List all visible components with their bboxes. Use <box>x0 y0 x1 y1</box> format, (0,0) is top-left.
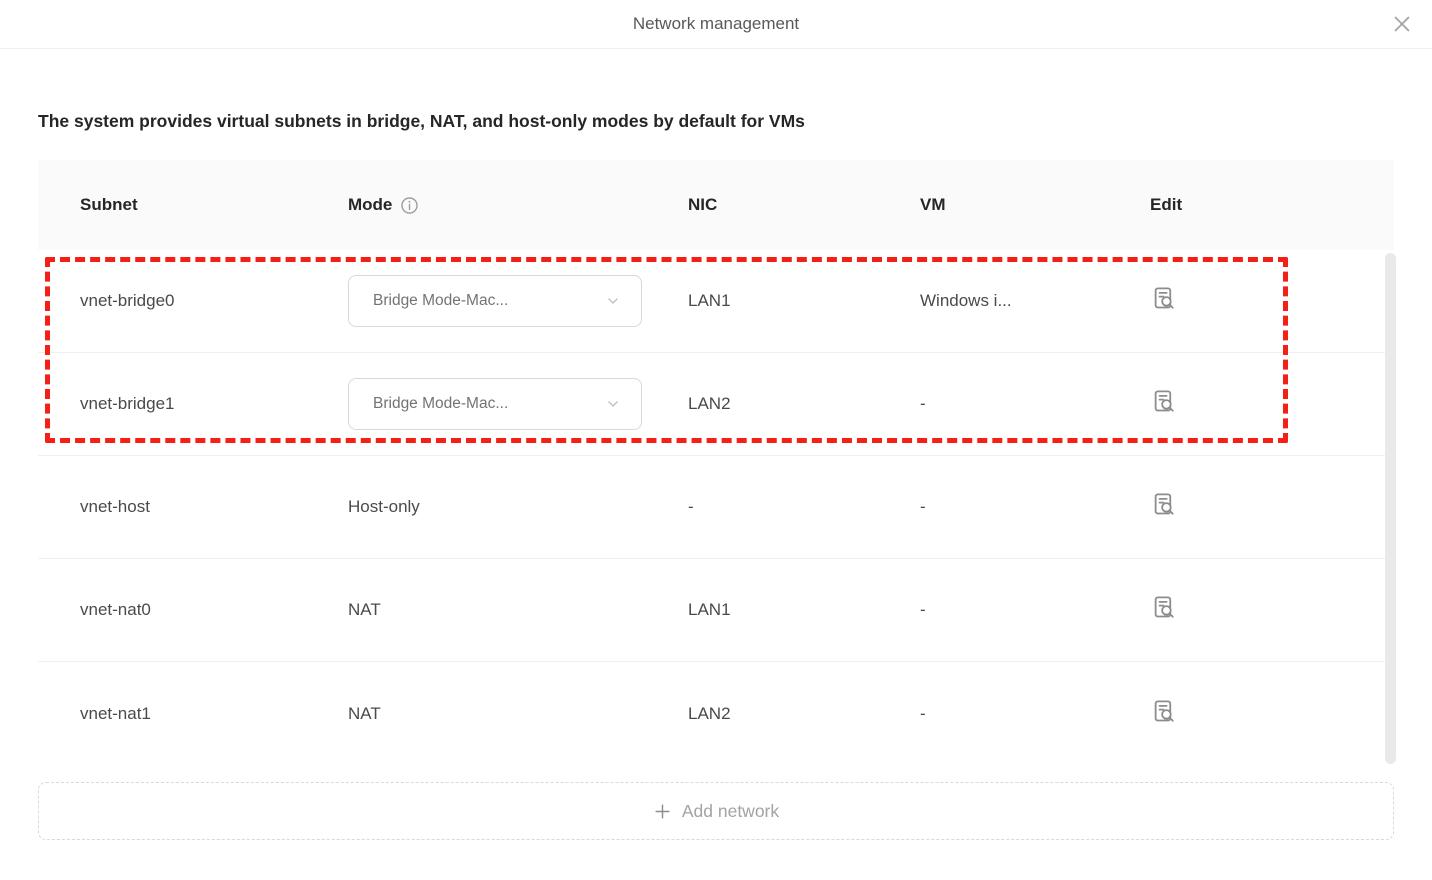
table-row-vnet-host: vnet-host Host-only - - <box>38 456 1394 559</box>
subnet-name: vnet-nat1 <box>80 703 151 723</box>
modal-body: The system provides virtual subnets in b… <box>0 111 1432 840</box>
subnet-table: Subnet Mode NIC VM Edit <box>38 160 1394 765</box>
nic-value: LAN2 <box>688 703 731 723</box>
chevron-down-icon <box>605 293 621 309</box>
add-network-label: Add network <box>681 800 780 821</box>
table-body: vnet-bridge0 Bridge Mode-Mac... LAN1 Win… <box>38 250 1394 765</box>
table-row-vnet-bridge1: vnet-bridge1 Bridge Mode-Mac... LAN2 - <box>38 353 1394 456</box>
chevron-down-icon <box>605 396 621 412</box>
subnet-name: vnet-bridge1 <box>80 394 175 413</box>
plus-icon <box>653 802 672 821</box>
vm-value: Windows i... <box>920 291 1012 310</box>
scrollbar-thumb[interactable] <box>1385 253 1396 764</box>
info-circle-icon[interactable] <box>400 196 419 215</box>
mode-value: Host-only <box>348 497 420 516</box>
mode-value: NAT <box>348 600 381 619</box>
vm-value: - <box>920 703 926 723</box>
add-network-button[interactable]: Add network <box>38 782 1394 840</box>
file-search-icon[interactable] <box>1150 594 1177 621</box>
mode-select-value: Bridge Mode-Mac... <box>373 292 509 309</box>
table-row-vnet-nat1: vnet-nat1 NAT LAN2 - <box>38 662 1394 765</box>
vm-value: - <box>920 394 926 413</box>
file-search-icon[interactable] <box>1150 285 1177 312</box>
file-search-icon[interactable] <box>1150 698 1177 725</box>
file-search-icon[interactable] <box>1150 491 1177 518</box>
mode-select[interactable]: Bridge Mode-Mac... <box>348 275 642 327</box>
column-header-edit: Edit <box>1150 195 1183 214</box>
close-icon[interactable] <box>1388 10 1416 38</box>
modal-header: Network management <box>0 0 1432 49</box>
mode-select-value: Bridge Mode-Mac... <box>373 395 509 412</box>
vm-value: - <box>920 497 926 516</box>
table-row-vnet-nat0: vnet-nat0 NAT LAN1 - <box>38 559 1394 662</box>
description-text: The system provides virtual subnets in b… <box>38 111 805 131</box>
file-search-icon[interactable] <box>1150 388 1177 415</box>
table-row-vnet-bridge0: vnet-bridge0 Bridge Mode-Mac... LAN1 Win… <box>38 250 1394 353</box>
column-header-subnet: Subnet <box>80 195 138 214</box>
column-header-mode: Mode <box>348 195 688 215</box>
mode-select[interactable]: Bridge Mode-Mac... <box>348 378 642 430</box>
vm-value: - <box>920 600 926 619</box>
nic-value: LAN1 <box>688 291 731 310</box>
subnet-name: vnet-bridge0 <box>80 291 175 310</box>
column-header-vm: VM <box>920 195 946 214</box>
subnet-name: vnet-host <box>80 497 150 516</box>
modal-title: Network management <box>632 14 800 33</box>
table-header-row: Subnet Mode NIC VM Edit <box>38 160 1394 250</box>
mode-value: NAT <box>348 703 381 723</box>
nic-value: - <box>688 497 694 516</box>
nic-value: LAN2 <box>688 394 731 413</box>
nic-value: LAN1 <box>688 600 731 619</box>
column-header-nic: NIC <box>688 195 718 214</box>
subnet-name: vnet-nat0 <box>80 600 151 619</box>
